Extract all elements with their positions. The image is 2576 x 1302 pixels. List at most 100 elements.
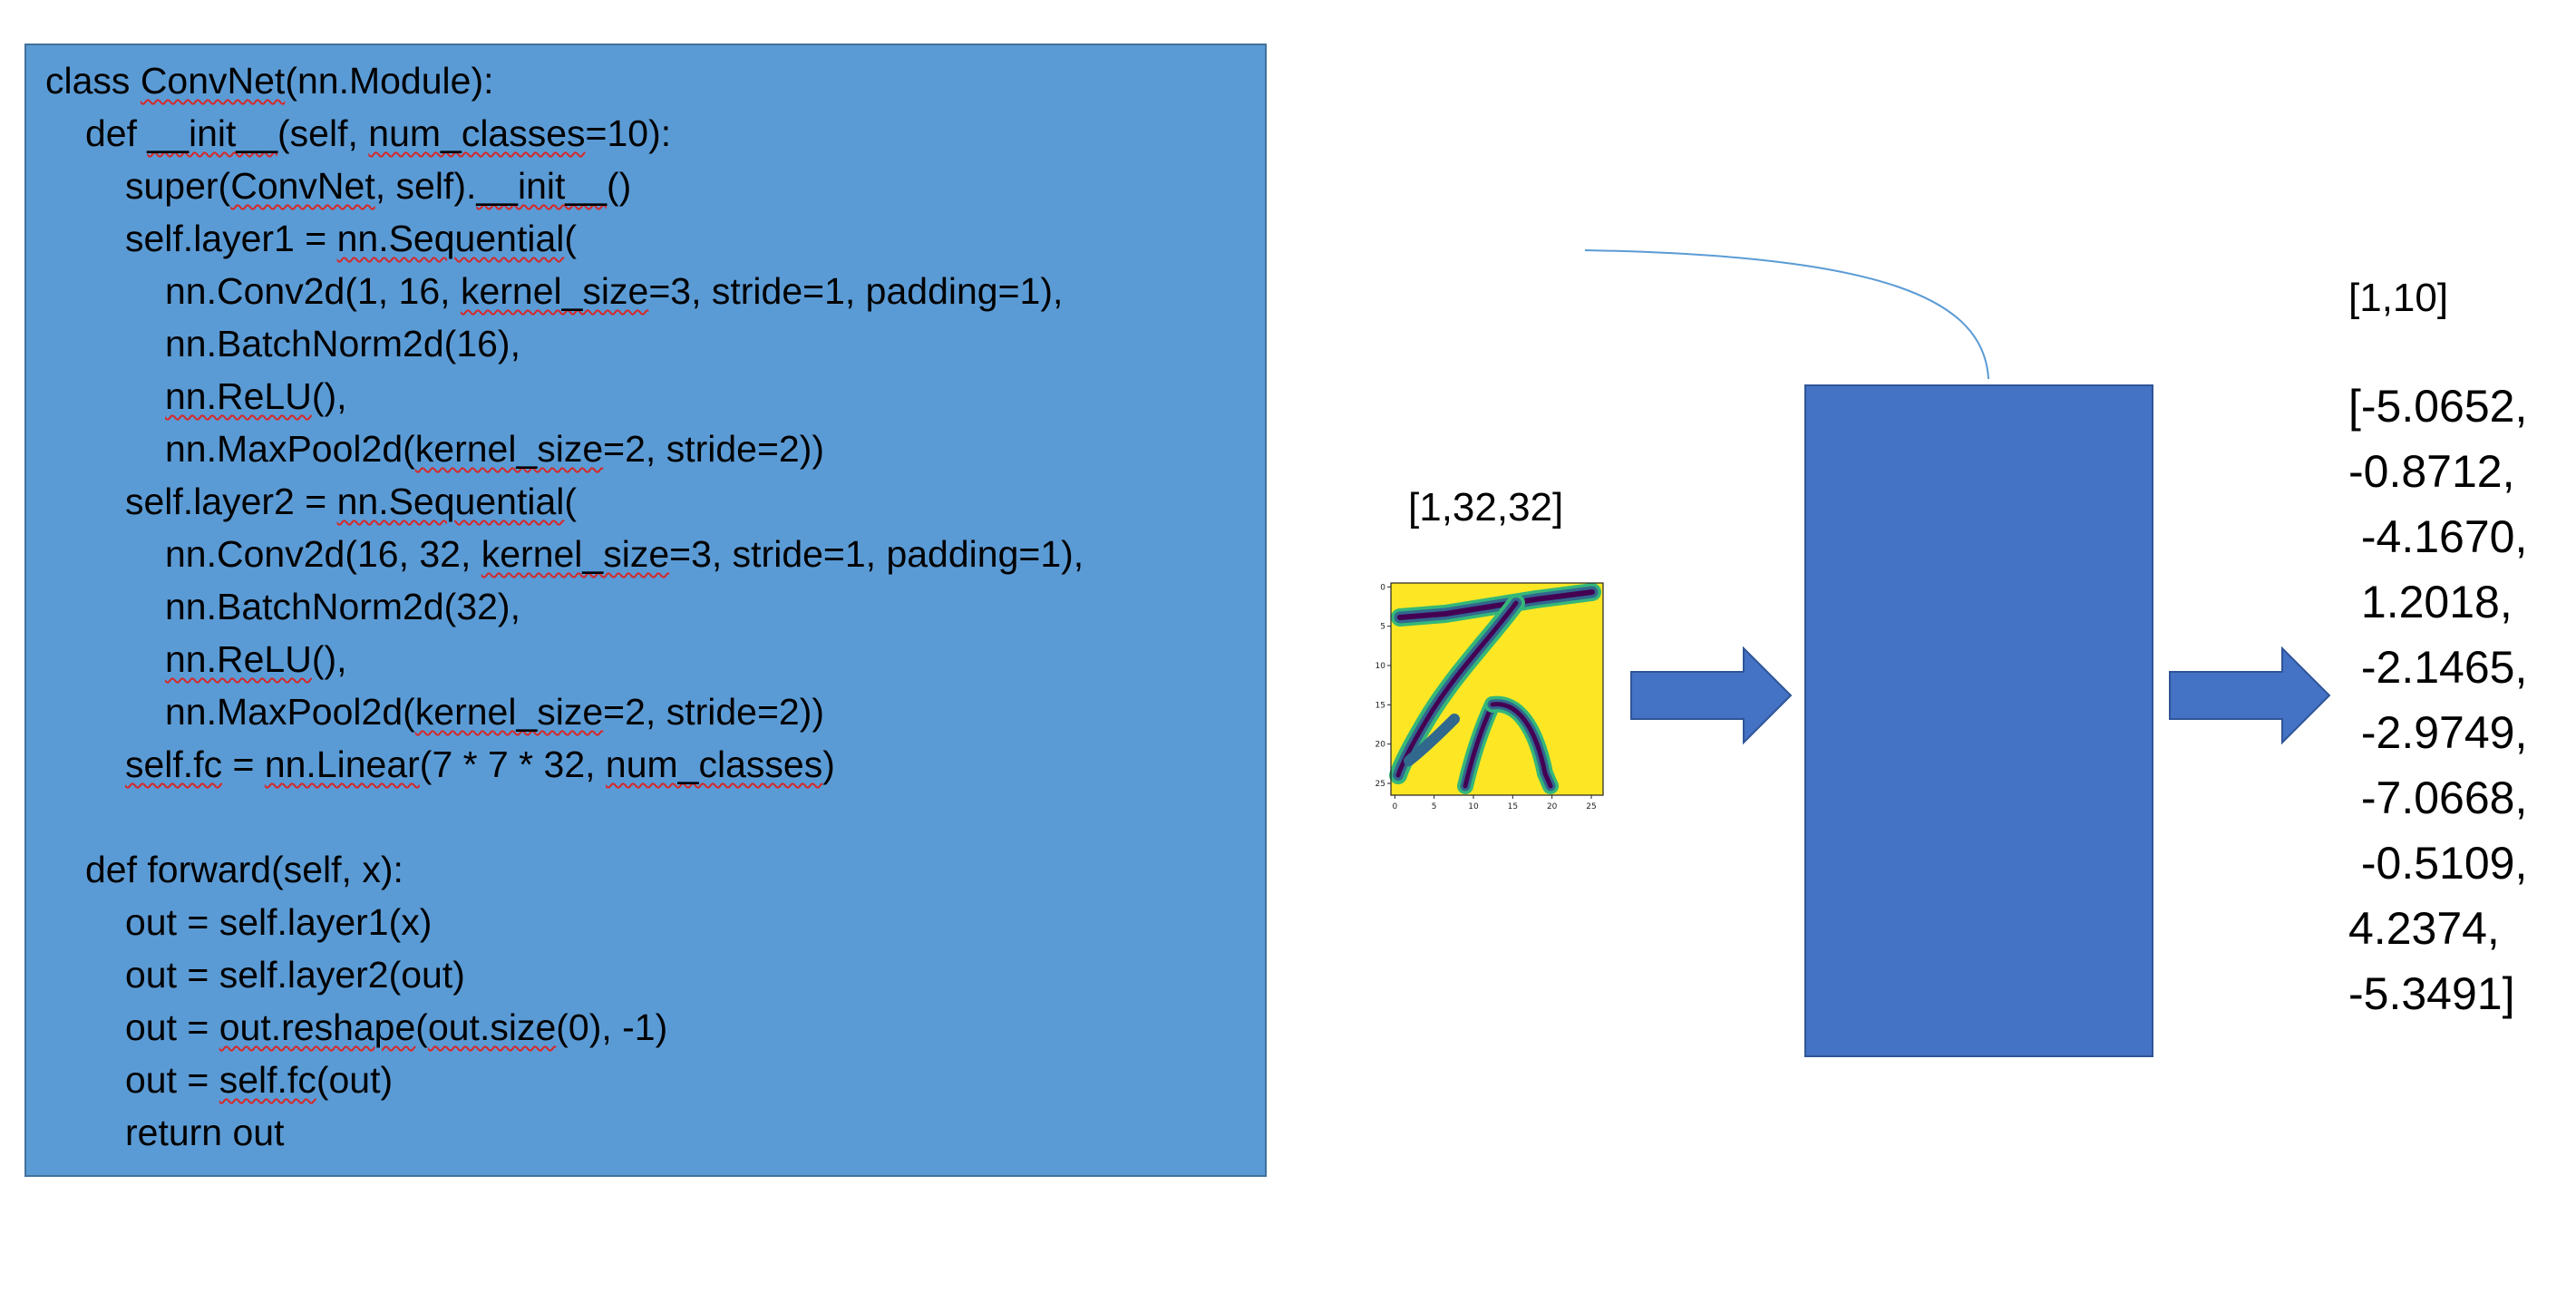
- output-shape-label: [1,10]: [2348, 276, 2449, 320]
- code-token: out =: [125, 1059, 219, 1101]
- code-token: (7 * 7 * 32,: [419, 743, 606, 785]
- output-value: 1.2018,: [2348, 577, 2513, 627]
- code-token: =2, stride=2)): [603, 428, 825, 470]
- output-value: -0.8712,: [2348, 446, 2515, 497]
- code-token: out = self.layer1(x): [125, 901, 433, 943]
- output-value: -0.5109,: [2348, 838, 2528, 889]
- code-line: nn.MaxPool2d(kernel_size=2, stride=2)): [165, 426, 824, 471]
- code-line: nn.BatchNorm2d(16),: [165, 321, 520, 366]
- code-token: nn.Conv2d(1, 16,: [165, 270, 461, 312]
- code-token: nn.MaxPool2d(: [165, 691, 415, 733]
- code-line: def forward(self, x):: [85, 847, 403, 892]
- spellcheck-flagged-token: __init__: [476, 165, 607, 207]
- code-token: out =: [125, 1006, 219, 1048]
- x-tick-label: 20: [1547, 802, 1558, 811]
- x-tick-label: 15: [1508, 802, 1518, 811]
- spellcheck-flagged-token: num_classes: [368, 112, 586, 154]
- code-token: self.layer2 =: [125, 481, 337, 522]
- code-token: (: [564, 481, 578, 522]
- code-token: out = self.layer2(out): [125, 954, 465, 996]
- code-line: out = self.layer2(out): [125, 952, 465, 997]
- code-line: self.fc = nn.Linear(7 * 7 * 32, num_clas…: [125, 742, 835, 787]
- x-tick-label: 25: [1586, 802, 1596, 811]
- spellcheck-flagged-token: kernel_size: [481, 533, 670, 575]
- x-tick-label: 0: [1392, 802, 1397, 811]
- code-token: return out: [125, 1112, 285, 1153]
- y-tick-label: 25: [1375, 780, 1385, 789]
- code-token: (),: [311, 638, 347, 680]
- code-line: out = self.fc(out): [125, 1057, 393, 1103]
- code-token: (: [564, 218, 578, 259]
- output-arrow: [2169, 646, 2331, 745]
- output-value: -2.1465,: [2348, 642, 2528, 693]
- output-value: [-5.0652,: [2348, 381, 2528, 432]
- code-token: nn.BatchNorm2d(16),: [165, 323, 520, 364]
- y-tick-label: 10: [1375, 662, 1386, 671]
- spellcheck-flagged-token: ConvNet: [140, 60, 286, 102]
- input-digit-image: 0 5 10 15 20 25 0 5 10 15 20 25: [1375, 582, 1604, 811]
- x-tick-label: 5: [1432, 802, 1437, 811]
- code-token: =2, stride=2)): [603, 691, 825, 733]
- output-value: 4.2374,: [2348, 903, 2500, 954]
- spellcheck-flagged-token: nn.Sequential: [336, 218, 565, 259]
- code-token: =10):: [585, 112, 672, 154]
- code-line: def __init__(self, num_classes=10):: [85, 111, 671, 156]
- code-token: class: [45, 60, 141, 102]
- spellcheck-flagged-token: kernel_size: [414, 691, 604, 733]
- output-value: -7.0668,: [2348, 772, 2528, 823]
- code-token: (),: [311, 375, 347, 417]
- spellcheck-flagged-token: num_classes: [605, 743, 823, 785]
- code-token: (: [415, 1006, 428, 1048]
- code-line: out = self.layer1(x): [125, 899, 432, 945]
- code-line: super(ConvNet, self).__init__(): [125, 163, 631, 209]
- code-token: def forward(self, x):: [85, 849, 403, 890]
- code-token: , self).: [374, 165, 477, 207]
- code-token: ): [822, 743, 835, 785]
- spellcheck-flagged-token: nn.Linear: [264, 743, 420, 785]
- code-line: nn.BatchNorm2d(32),: [165, 584, 520, 629]
- spellcheck-flagged-token: __init__: [147, 112, 278, 154]
- code-token: def: [85, 112, 148, 154]
- code-line: nn.ReLU(),: [165, 636, 347, 682]
- spellcheck-flagged-token: ConvNet: [230, 165, 375, 207]
- output-value: -2.9749,: [2348, 707, 2528, 758]
- code-token: self.layer1 =: [125, 218, 337, 259]
- code-line: out = out.reshape(out.size(0), -1): [125, 1005, 667, 1050]
- code-token: nn.BatchNorm2d(32),: [165, 586, 520, 627]
- code-token: nn.MaxPool2d(: [165, 428, 415, 470]
- code-line: nn.MaxPool2d(kernel_size=2, stride=2)): [165, 689, 824, 734]
- spellcheck-flagged-token: self.fc: [219, 1059, 316, 1101]
- code-token: nn.Conv2d(16, 32,: [165, 533, 481, 575]
- code-line: nn.Conv2d(16, 32, kernel_size=3, stride=…: [165, 531, 1084, 577]
- y-tick-label: 20: [1375, 741, 1386, 750]
- input-shape-label: [1,32,32]: [1408, 485, 1564, 530]
- code-token: (out): [316, 1059, 394, 1101]
- code-line: self.layer2 = nn.Sequential(: [125, 479, 577, 524]
- spellcheck-flagged-token: kernel_size: [460, 270, 649, 312]
- code-token: (0), -1): [556, 1006, 668, 1048]
- y-tick-label: 0: [1380, 583, 1385, 592]
- spellcheck-flagged-token: out.reshape: [219, 1006, 416, 1048]
- model-block: [1804, 384, 2153, 1057]
- code-line: class ConvNet(nn.Module):: [45, 58, 494, 103]
- x-tick-label: 10: [1468, 802, 1479, 811]
- code-token: super(: [125, 165, 231, 207]
- spellcheck-flagged-token: out.size: [427, 1006, 557, 1048]
- code-line: nn.ReLU(),: [165, 374, 347, 419]
- code-panel: [24, 44, 1267, 1177]
- code-token: (): [607, 165, 632, 207]
- input-arrow: [1630, 646, 1793, 745]
- code-token: =: [222, 743, 265, 785]
- code-token: (self,: [277, 112, 369, 154]
- spellcheck-flagged-token: nn.ReLU: [165, 638, 312, 680]
- y-tick-label: 5: [1380, 623, 1385, 632]
- spellcheck-flagged-token: kernel_size: [414, 428, 604, 470]
- code-line: self.layer1 = nn.Sequential(: [125, 216, 577, 261]
- y-tick-label: 15: [1375, 701, 1385, 710]
- output-value: -4.1670,: [2348, 511, 2528, 562]
- spellcheck-flagged-token: nn.ReLU: [165, 375, 312, 417]
- code-line: return out: [125, 1110, 285, 1155]
- spellcheck-flagged-token: self.fc: [125, 743, 223, 785]
- spellcheck-flagged-token: nn.Sequential: [336, 481, 565, 522]
